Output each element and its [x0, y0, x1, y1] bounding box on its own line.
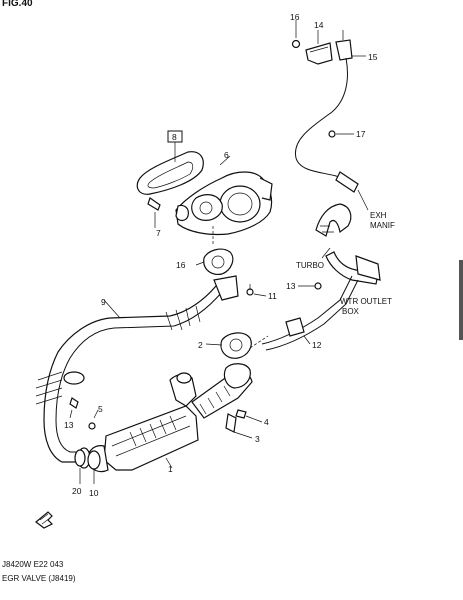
callout-3: 3 [255, 434, 260, 444]
callout-14: 14 [314, 20, 324, 30]
sensor-bracket-part [291, 30, 359, 193]
gasket-16-part [203, 248, 234, 275]
gasket-20 [74, 449, 86, 467]
callout-20: 20 [72, 486, 82, 496]
callout-8-box [167, 130, 183, 143]
turbo-label: TURBO [296, 261, 324, 270]
callout-6: 6 [224, 150, 229, 160]
bolt-16-top [291, 39, 301, 49]
exh-manif-label-line2: MANIF [370, 221, 395, 230]
bolt-7 [147, 197, 161, 211]
callout-12: 12 [312, 340, 322, 350]
callout-16-gasket: 16 [176, 260, 186, 270]
callout-2: 2 [198, 340, 203, 350]
callout-17: 17 [356, 129, 366, 139]
clamp-17 [328, 130, 336, 138]
bolt-13-lower [69, 397, 79, 409]
callout-4: 4 [264, 417, 269, 427]
bolt-3 [225, 413, 237, 433]
gasket-2-part [220, 332, 252, 359]
diagram-code: J8420W E22 043 [2, 560, 64, 569]
callout-13-lower: 13 [64, 420, 74, 430]
front-arrow-icon [35, 511, 54, 529]
callout-7: 7 [156, 228, 161, 238]
callout-16-top: 16 [290, 12, 300, 22]
callout-15: 15 [368, 52, 378, 62]
diagram-title: EGR VALVE (J8419) [2, 574, 76, 583]
callout-1: 1 [168, 464, 173, 474]
callout-10: 10 [89, 488, 99, 498]
callout-9: 9 [101, 297, 106, 307]
fig-label: FIG.40 [2, 0, 33, 9]
clamp-10 [87, 450, 101, 470]
callout-8: 8 [172, 132, 177, 142]
pipe-9-part [35, 275, 239, 463]
callout-11: 11 [268, 291, 277, 301]
scan-edge-shade [459, 260, 463, 340]
bolt-5 [88, 422, 96, 430]
egr-valve-6-part [175, 171, 273, 236]
callout-13-upper: 13 [286, 281, 296, 291]
wtr-outlet-label-line1: WTR OUTLET [340, 297, 392, 306]
exh-manif-label-line1: EXH [370, 211, 387, 220]
callout-5: 5 [98, 404, 103, 414]
gasket-8-part [136, 151, 204, 195]
water-hose-12-part [261, 203, 381, 351]
bolt-4 [235, 409, 247, 419]
wtr-outlet-label-line2: BOX [342, 307, 360, 316]
bolt-13-upper [314, 282, 322, 290]
